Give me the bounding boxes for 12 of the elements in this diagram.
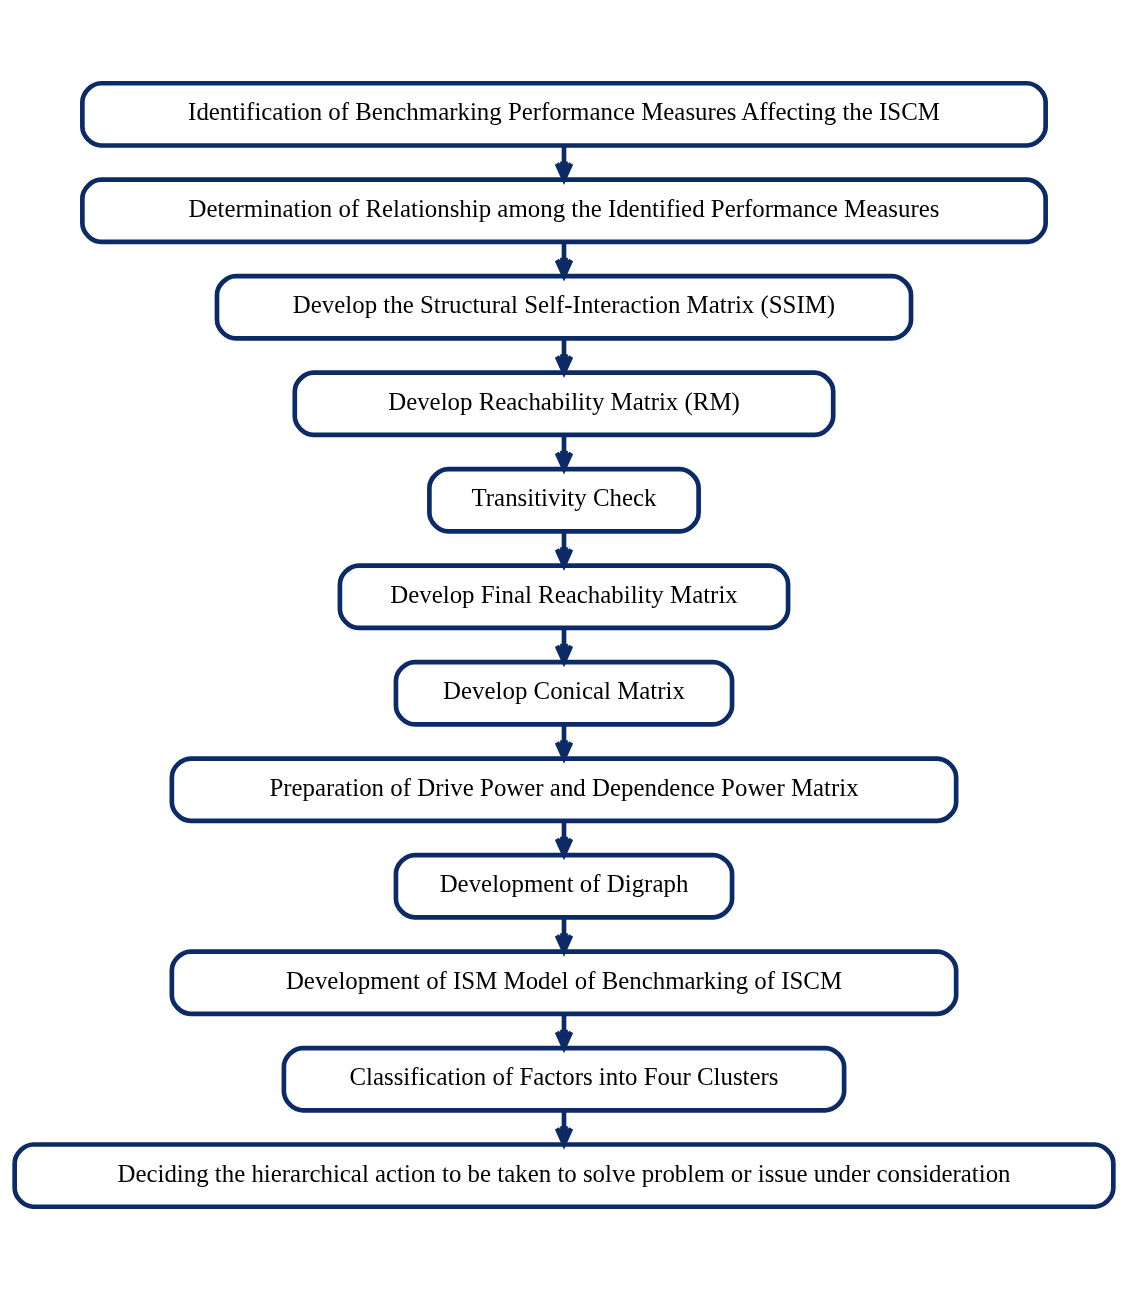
node-box: Determination of Relationship among the Identified Performance Measures bbox=[80, 177, 1048, 245]
node-box: Deciding the hierarchical action to be taken to solve problem or issue under consideration bbox=[12, 1142, 1116, 1210]
node-box: Development of Digraph bbox=[393, 852, 735, 920]
node-box: Develop Conical Matrix bbox=[393, 659, 735, 727]
node-box: Development of ISM Model of Benchmarking of ISCM bbox=[169, 949, 959, 1017]
node-box: Classification of Factors into Four Clusters bbox=[281, 1045, 847, 1113]
node-box: Develop Reachability Matrix (RM) bbox=[292, 370, 836, 438]
node-box: Transitivity Check bbox=[427, 466, 701, 534]
node-box: Identification of Benchmarking Performance Measures Affecting the ISCM bbox=[80, 80, 1048, 148]
node-box: Preparation of Drive Power and Dependence Power Matrix bbox=[169, 756, 959, 824]
node-box: Develop the Structural Self-Interaction Matrix (SSIM) bbox=[214, 273, 914, 341]
node-box: Develop Final Reachability Matrix bbox=[337, 563, 791, 631]
